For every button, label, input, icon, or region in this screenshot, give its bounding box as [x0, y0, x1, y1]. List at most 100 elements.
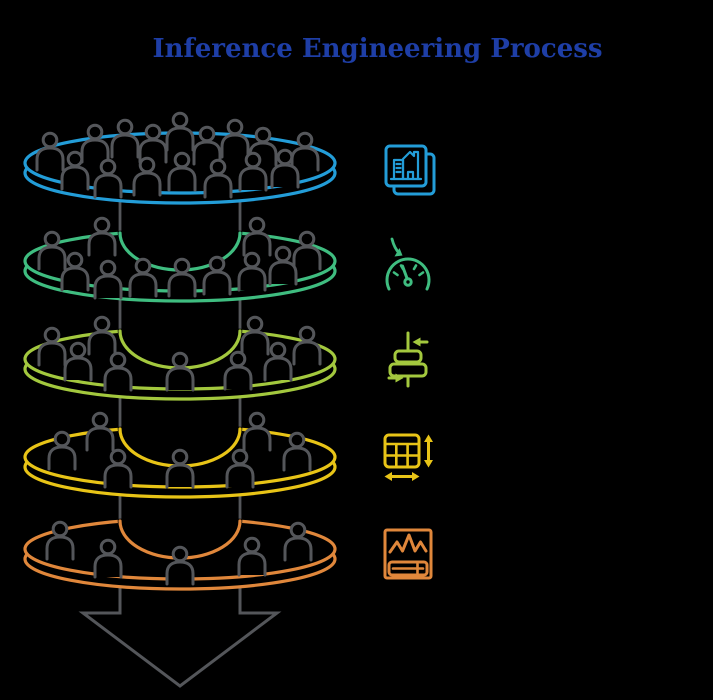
building-glyph	[389, 150, 423, 181]
person-head	[173, 151, 191, 169]
person-body-fill	[167, 562, 193, 584]
person-icon	[87, 216, 117, 257]
toolbar-slider	[391, 562, 425, 575]
gauge-arrow-icon	[385, 237, 431, 291]
person-body-fill	[240, 168, 266, 190]
person-head	[274, 245, 292, 263]
person-head	[173, 257, 191, 275]
person-body-fill	[49, 447, 75, 469]
person-body-fill	[167, 128, 193, 150]
person-body-fill	[244, 428, 270, 450]
person-head	[93, 216, 111, 234]
person-icon	[165, 448, 195, 489]
page-title: Inference Engineering Process	[152, 34, 603, 64]
gauge-arc	[385, 257, 431, 291]
person-body-fill	[95, 555, 121, 577]
person-body-fill	[272, 165, 298, 187]
person-icon	[237, 251, 267, 292]
person-icon	[110, 118, 140, 159]
person-body-fill	[239, 268, 265, 290]
person-head	[296, 131, 314, 149]
person-head	[69, 341, 87, 359]
person-head	[298, 230, 316, 248]
valve-plate-bottom	[388, 362, 428, 378]
funnel-layer-3	[23, 315, 337, 401]
person-head	[109, 351, 127, 369]
person-icon	[165, 111, 195, 152]
front-sheet	[384, 144, 428, 188]
person-icon	[93, 158, 123, 199]
person-body-fill	[130, 274, 156, 296]
person-icon	[202, 255, 232, 296]
person-head	[43, 326, 61, 344]
person-icon	[167, 257, 197, 298]
gauge-ticks	[392, 264, 425, 277]
person-body-fill	[87, 428, 113, 450]
person-head	[41, 131, 59, 149]
person-body-fill	[227, 465, 253, 487]
funnel-layer-1	[23, 111, 337, 205]
person-icon	[165, 545, 195, 586]
person-body-fill	[65, 358, 91, 380]
person-head	[209, 158, 227, 176]
table-frame	[383, 433, 421, 469]
person-body-fill	[265, 358, 291, 380]
person-body-fill	[204, 272, 230, 294]
person-icon	[60, 251, 90, 292]
person-icon	[192, 125, 222, 166]
person-icon	[238, 151, 268, 192]
person-icon	[37, 326, 67, 367]
person-head	[229, 350, 247, 368]
person-head	[298, 325, 316, 343]
person-icon	[268, 245, 298, 286]
person-head	[276, 148, 294, 166]
person-icon	[242, 411, 272, 452]
valve-plate-top	[393, 349, 423, 364]
person-icon	[93, 538, 123, 579]
monitor-frame	[383, 528, 433, 580]
person-body-fill	[112, 135, 138, 157]
person-icon	[47, 430, 77, 471]
person-head	[208, 255, 226, 273]
person-icon	[87, 315, 117, 356]
person-body-fill	[82, 140, 108, 162]
person-icon	[283, 521, 313, 562]
monitor-signal-icon	[383, 528, 433, 580]
person-icon	[103, 351, 133, 392]
person-head	[116, 118, 134, 136]
person-body-fill	[285, 538, 311, 560]
person-head	[246, 315, 264, 333]
person-head	[248, 216, 266, 234]
person-body-fill	[270, 262, 296, 284]
throttle-valve-icon	[387, 331, 429, 388]
person-body-fill	[39, 343, 65, 365]
person-head	[171, 111, 189, 129]
person-icon	[292, 230, 322, 271]
person-head	[144, 123, 162, 141]
person-body-fill	[89, 233, 115, 255]
person-body-fill	[47, 537, 73, 559]
monitor-toolbar	[387, 560, 429, 577]
person-head	[93, 315, 111, 333]
person-icon	[292, 325, 322, 366]
person-head	[231, 448, 249, 466]
person-body-fill	[194, 142, 220, 164]
person-icon	[85, 411, 115, 452]
in-arrowhead	[412, 337, 421, 347]
person-icon	[93, 259, 123, 300]
person-body-fill	[292, 148, 318, 170]
person-head	[289, 521, 307, 539]
person-head	[53, 430, 71, 448]
person-body-fill	[105, 465, 131, 487]
person-head	[243, 251, 261, 269]
person-icon	[167, 151, 197, 192]
person-head	[254, 126, 272, 144]
person-icon	[263, 341, 293, 382]
person-icon	[132, 156, 162, 197]
person-icon	[290, 131, 320, 172]
person-body-fill	[244, 233, 270, 255]
person-head	[109, 448, 127, 466]
gauge-hub	[403, 277, 413, 287]
person-body-fill	[95, 276, 121, 298]
